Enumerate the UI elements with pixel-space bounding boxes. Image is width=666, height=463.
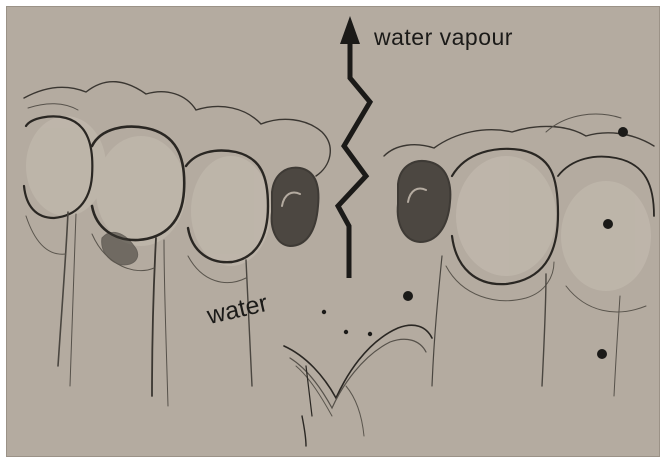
vapour-arrow — [338, 16, 370, 278]
substomatal-cavity — [284, 325, 432, 446]
water-vapour-label: water vapour — [374, 24, 513, 51]
diagram-photo: water vapour water — [6, 6, 660, 457]
cell-wall-diagram — [6, 6, 660, 457]
